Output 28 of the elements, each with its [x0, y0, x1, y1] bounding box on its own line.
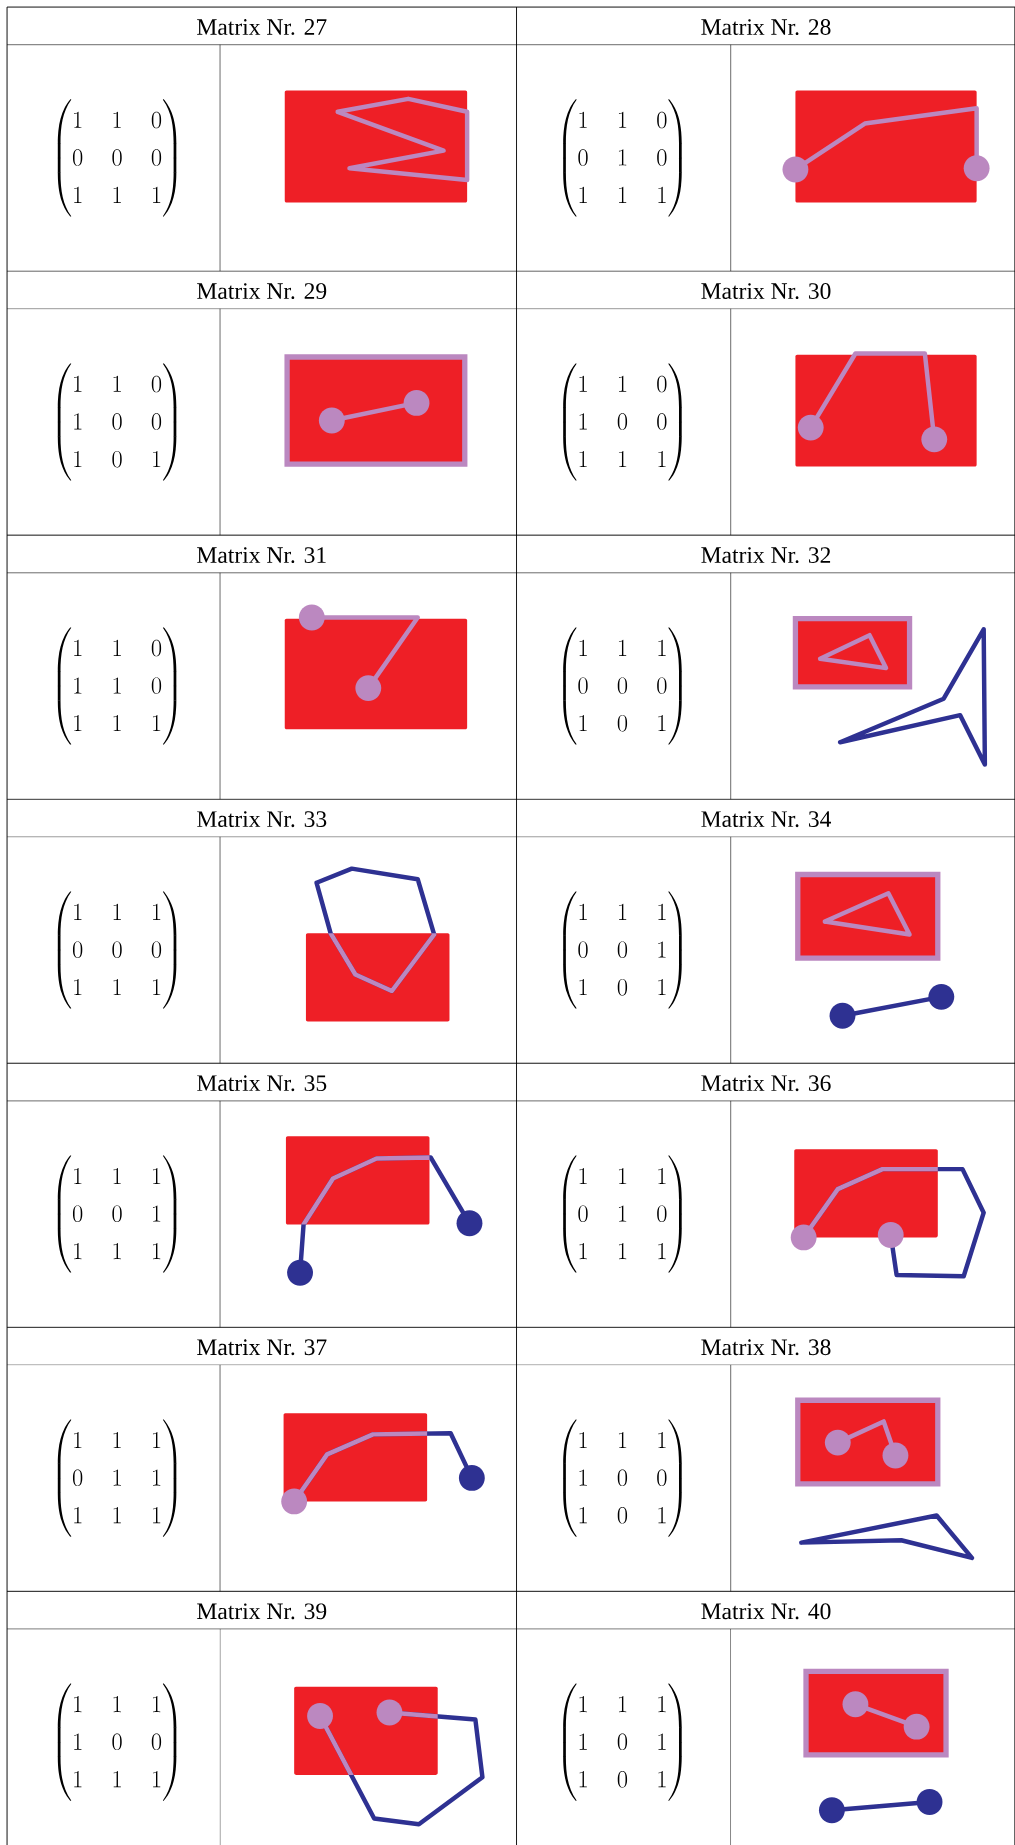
matrix-formula: $\begin{pmatrix}1&1&0\\1&0&0\\1&0&1\end{pmatrix}$ [57, 363, 177, 481]
header-cell: Matrix Nr. 40 [701, 1603, 831, 1620]
header-cell: Matrix Nr. 36 [701, 1075, 831, 1092]
matrix-formula: $\begin{pmatrix}1&1&0\\1&0&0\\1&1&1\end{pmatrix}$ [562, 363, 682, 481]
header-cell: Matrix Nr. 34 [701, 811, 831, 828]
header-cell: Matrix Nr. 37 [196, 1339, 327, 1356]
header-cell: Matrix Nr. 35 [196, 1075, 327, 1092]
matrix-formula: $\begin{pmatrix}1&1&1\\0&0&1\\1&0&1\end{pmatrix}$ [562, 891, 682, 1009]
header-cell: Matrix Nr. 31 [196, 547, 326, 564]
matrix-formula: $\begin{pmatrix}1&1&0\\0&0&0\\1&1&1\end{pmatrix}$ [57, 99, 177, 217]
matrix-formula: $\begin{pmatrix}1&1&1\\1&0&0\\1&1&1\end{pmatrix}$ [57, 1683, 177, 1801]
matrix-formula: $\begin{pmatrix}1&1&1\\0&0&0\\1&0&1\end{pmatrix}$ [562, 627, 682, 745]
header-cell: Matrix Nr. 29 [196, 283, 326, 300]
matrix-formula: $\begin{pmatrix}1&1&1\\0&0&0\\1&1&1\end{pmatrix}$ [57, 891, 177, 1009]
matrix-formula: $\begin{pmatrix}1&1&0\\0&1&0\\1&1&1\end{pmatrix}$ [562, 99, 682, 217]
matrix-formula: $\begin{pmatrix}1&1&0\\1&1&0\\1&1&1\end{pmatrix}$ [57, 627, 177, 745]
header-cell: Matrix Nr. 27 [196, 19, 327, 36]
matrix-formula: $\begin{pmatrix}1&1&1\\0&1&0\\1&1&1\end{pmatrix}$ [562, 1155, 682, 1273]
matrix-formula: $\begin{pmatrix}1&1&1\\1&0&0\\1&0&1\end{pmatrix}$ [562, 1419, 682, 1537]
matrix-formula: $\begin{pmatrix}1&1&1\\0&1&1\\1&1&1\end{pmatrix}$ [57, 1419, 177, 1537]
header-cell: Matrix Nr. 28 [701, 19, 831, 36]
header-cell: Matrix Nr. 32 [701, 547, 830, 564]
header-cell: Matrix Nr. 39 [196, 1603, 326, 1620]
header-cell: Matrix Nr. 30 [701, 283, 831, 300]
matrix-formula: $\begin{pmatrix}1&1&1\\1&0&1\\1&0&1\end{pmatrix}$ [562, 1683, 682, 1801]
header-cell: Matrix Nr. 33 [196, 811, 327, 828]
header-cell: Matrix Nr. 38 [701, 1339, 831, 1356]
matrix-formula: $\begin{pmatrix}1&1&1\\0&0&1\\1&1&1\end{pmatrix}$ [57, 1155, 177, 1273]
